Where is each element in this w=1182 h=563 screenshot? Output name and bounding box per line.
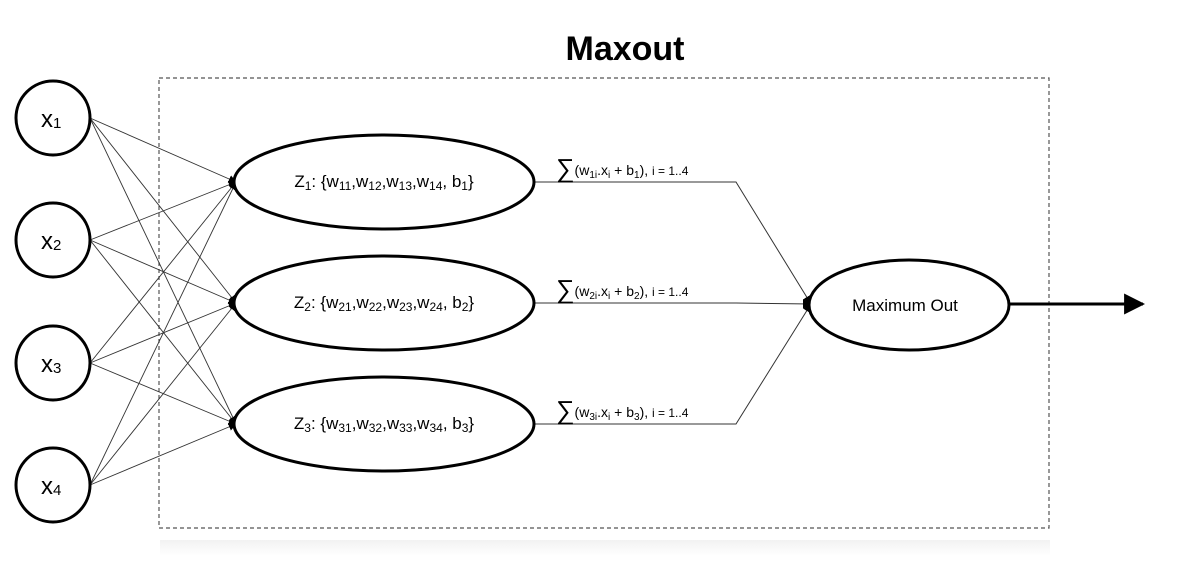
unit-label-z2: Z2: {w21,w22,w23,w24, b2} xyxy=(294,293,475,314)
unit-node-z3 xyxy=(232,375,536,473)
edge-x2-z3 xyxy=(89,239,237,425)
input-label-x2: x2 xyxy=(41,228,61,255)
edge-z3-max xyxy=(534,303,812,425)
input-edges xyxy=(89,117,237,486)
edge-z2-max xyxy=(534,299,812,309)
input-node-x2 xyxy=(14,201,92,279)
input-label-x3: x3 xyxy=(41,351,61,378)
input-node-x4 xyxy=(14,446,92,524)
input-label-x1: x1 xyxy=(41,106,61,133)
edge-x1-z1 xyxy=(89,117,237,183)
edge-x4-z2 xyxy=(89,302,237,486)
sum-label-z1: ∑(w1i.xi + b1), i = 1..4 xyxy=(556,153,689,183)
edge-x2-z2 xyxy=(89,239,237,304)
edge-x4-z1 xyxy=(89,181,237,486)
unit-node-z1 xyxy=(232,133,536,231)
edge-x2-z1 xyxy=(89,180,237,241)
maximum-out-node xyxy=(807,258,1011,352)
unit-output-edges xyxy=(534,181,812,425)
sum-label-z2: ∑(w2i.xi + b2), i = 1..4 xyxy=(556,274,689,304)
sum-label-z3: ∑(w3i.xi + b3), i = 1..4 xyxy=(556,395,689,425)
maxout-units: Z1: {w11,w12,w13,w14, b1} Z2: {w21,w22,w2… xyxy=(232,133,536,473)
edge-x3-z1 xyxy=(89,181,237,364)
edge-x1-z3 xyxy=(89,117,237,425)
unit-label-z3: Z3: {w31,w32,w33,w34, b3} xyxy=(294,414,475,435)
unit-label-z1: Z1: {w11,w12,w13,w14, b1} xyxy=(294,172,474,193)
unit-node-z2 xyxy=(232,254,536,352)
diagram-title: Maxout xyxy=(566,30,685,68)
input-node-x3 xyxy=(14,324,92,402)
edge-z1-max xyxy=(534,181,812,305)
edge-x4-z3 xyxy=(89,423,237,486)
input-label-x4: x4 xyxy=(41,473,61,500)
sum-labels: ∑(w1i.xi + b1), i = 1..4 ∑(w2i.xi + b2), … xyxy=(556,153,689,425)
input-nodes: x1 x2 x3 x4 xyxy=(14,79,92,524)
input-node-x1 xyxy=(14,79,92,157)
box-shadow xyxy=(160,540,1050,556)
maximum-out-label: Maximum Out xyxy=(852,296,958,315)
edge-x1-z2 xyxy=(89,117,237,304)
